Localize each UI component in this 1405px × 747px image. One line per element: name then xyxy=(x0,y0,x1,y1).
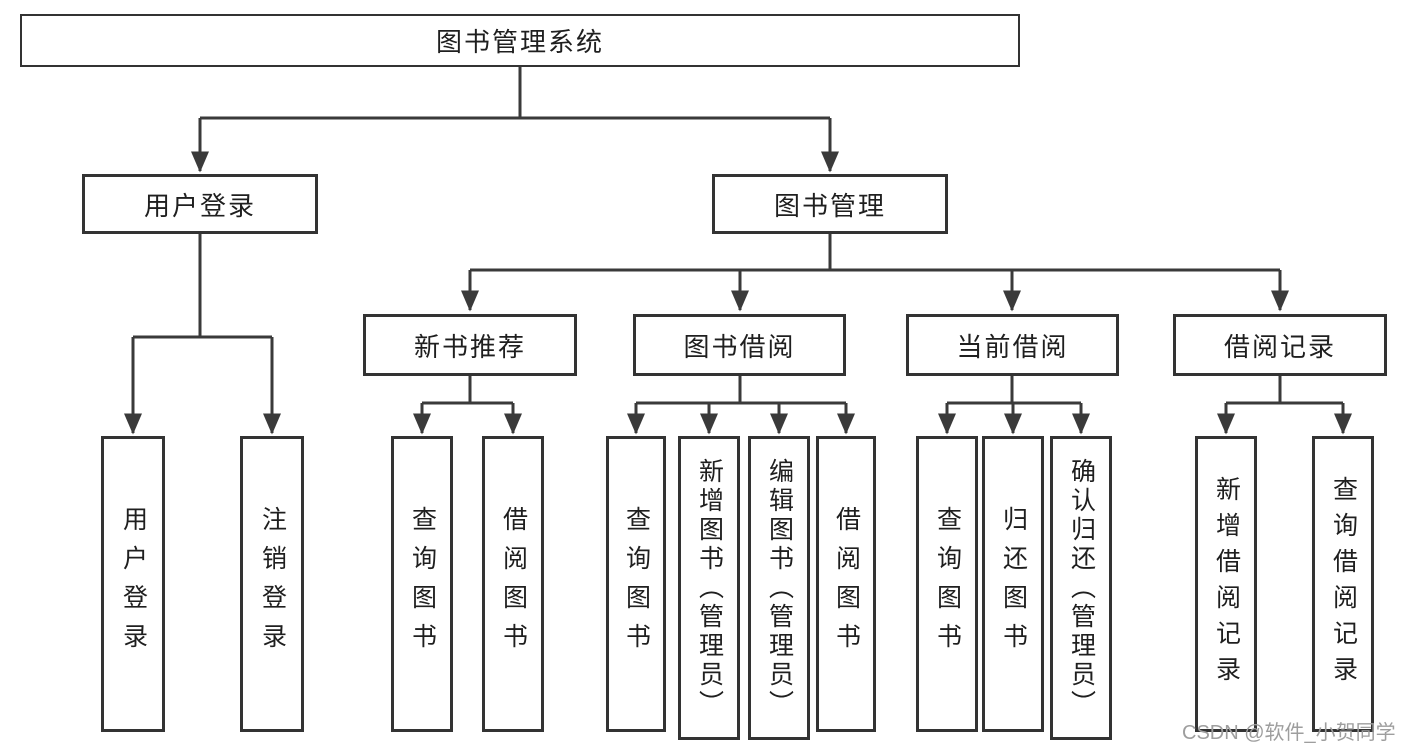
leaf-borrow-books-1: 借阅图书 xyxy=(482,436,544,732)
leaf-borrow-books-1-label: 借阅图书 xyxy=(499,506,528,662)
node-user-login: 用户登录 xyxy=(82,174,318,234)
connector-root-trunk xyxy=(200,67,830,120)
leaf-edit-book-admin: 编辑图书（管理员） xyxy=(748,436,810,740)
connector-book-borrow-trunk xyxy=(636,376,846,405)
leaf-query-books-2-label: 查询图书 xyxy=(622,506,651,662)
leaf-add-borrow-record: 新增借阅记录 xyxy=(1195,436,1257,732)
node-book-management-label: 图书管理 xyxy=(773,190,886,221)
node-new-book-recommend-label: 新书推荐 xyxy=(413,331,526,362)
leaf-return-book: 归还图书 xyxy=(982,436,1044,732)
leaf-query-books-1-label: 查询图书 xyxy=(408,506,437,662)
leaf-confirm-return-admin-label: 确认归还（管理员） xyxy=(1067,457,1096,719)
leaf-add-book-admin: 新增图书（管理员） xyxy=(678,436,740,740)
leaf-edit-book-admin-label: 编辑图书（管理员） xyxy=(765,457,794,719)
leaf-logout: 注销登录 xyxy=(240,436,304,732)
leaf-query-borrow-record: 查询借阅记录 xyxy=(1312,436,1374,732)
node-borrow-records-label: 借阅记录 xyxy=(1223,331,1336,362)
node-user-login-label: 用户登录 xyxy=(143,190,256,221)
node-root-label: 图书管理系统 xyxy=(435,27,604,57)
connector-book-management-trunk xyxy=(470,234,1280,272)
leaf-query-books-2: 查询图书 xyxy=(606,436,666,732)
node-book-borrow-label: 图书借阅 xyxy=(683,331,796,362)
watermark: CSDN @软件_小贺同学 xyxy=(1182,722,1396,744)
leaf-query-books-3-label: 查询图书 xyxy=(933,506,962,662)
leaf-user-login-label: 用户登录 xyxy=(119,506,148,662)
leaf-return-book-label: 归还图书 xyxy=(999,506,1028,662)
node-book-borrow: 图书借阅 xyxy=(633,314,846,376)
leaf-add-book-admin-label: 新增图书（管理员） xyxy=(695,457,724,719)
node-current-borrow: 当前借阅 xyxy=(906,314,1119,376)
leaf-query-books-3: 查询图书 xyxy=(916,436,978,732)
node-book-management: 图书管理 xyxy=(712,174,948,234)
connector-new-book-trunk xyxy=(422,376,513,405)
leaf-borrow-books-2-label: 借阅图书 xyxy=(832,506,861,662)
node-root: 图书管理系统 xyxy=(20,14,1020,67)
leaf-confirm-return-admin: 确认归还（管理员） xyxy=(1050,436,1112,740)
leaf-query-borrow-record-label: 查询借阅记录 xyxy=(1329,476,1358,692)
node-current-borrow-label: 当前借阅 xyxy=(956,331,1069,362)
node-borrow-records: 借阅记录 xyxy=(1173,314,1387,376)
leaf-add-borrow-record-label: 新增借阅记录 xyxy=(1212,476,1241,692)
leaf-user-login: 用户登录 xyxy=(101,436,165,732)
node-new-book-recommend: 新书推荐 xyxy=(363,314,577,376)
leaf-logout-label: 注销登录 xyxy=(258,506,287,662)
leaf-query-books-1: 查询图书 xyxy=(391,436,453,732)
connector-current-borrow-trunk xyxy=(947,376,1081,405)
leaf-borrow-books-2: 借阅图书 xyxy=(816,436,876,732)
connector-borrow-records-trunk xyxy=(1226,376,1343,405)
connector-user-login-trunk xyxy=(133,234,272,339)
